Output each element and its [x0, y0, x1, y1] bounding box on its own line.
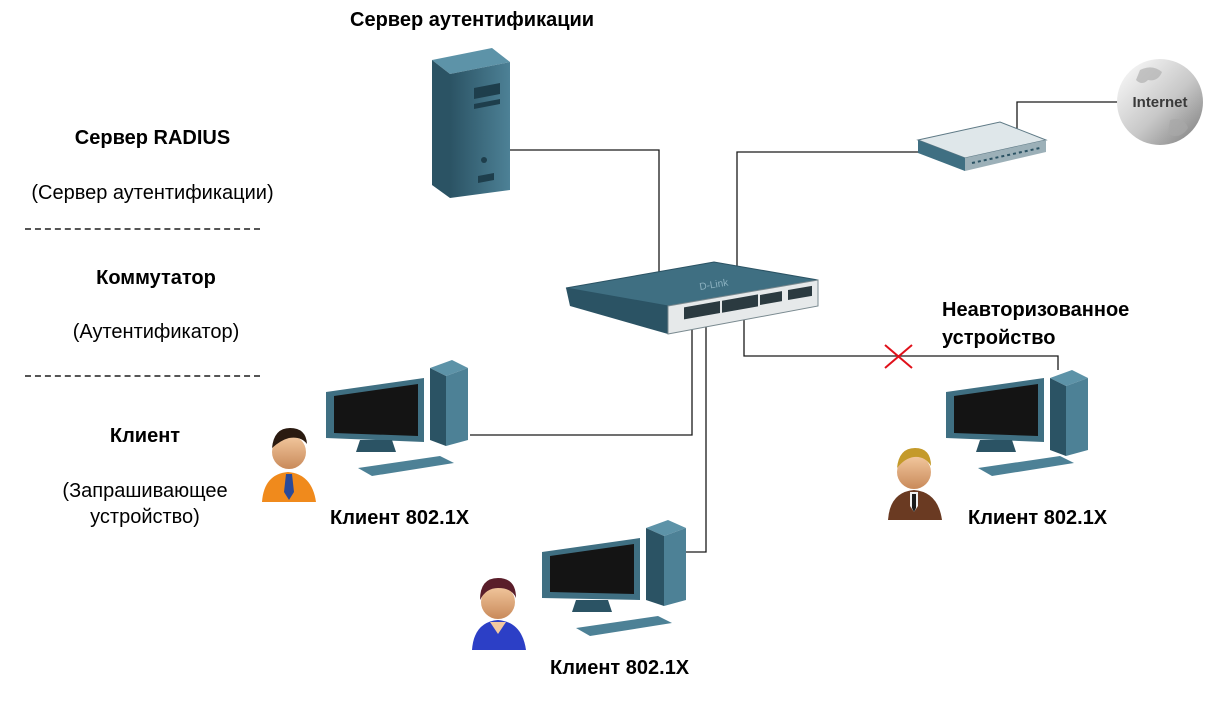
server-tower-icon — [432, 48, 510, 198]
client-bottom-pc-icon — [542, 520, 686, 636]
internet-globe-icon: Internet — [1117, 59, 1203, 145]
router-icon — [916, 121, 1048, 171]
switch-icon: D-Link — [565, 261, 819, 335]
switch-brand: D-Link — [699, 277, 730, 293]
unauthorized-label-line1: Неавторизованное — [942, 299, 1130, 321]
legend-divider-1 — [25, 228, 260, 230]
legend-client-subtitle-2: устройство) — [90, 506, 200, 528]
switch-ports — [684, 285, 812, 320]
auth-server-label: Сервер аутентификации — [350, 9, 595, 31]
link-switch-client-left — [470, 318, 693, 436]
client-left-label: Клиент 802.1X — [330, 507, 470, 529]
client-left-pc-icon — [326, 360, 468, 476]
link-switch-client-bottom — [686, 318, 707, 553]
user-orange-icon — [262, 428, 316, 502]
connection-lines — [470, 101, 1118, 553]
blocked-x-icon — [884, 344, 913, 369]
legend-divider-2 — [25, 375, 260, 377]
legend-server-title: Сервер RADIUS — [74, 127, 231, 149]
user-brown-icon — [888, 448, 942, 520]
legend-switch-title: Коммутатор — [96, 267, 216, 289]
client-bottom-label: Клиент 802.1X — [550, 657, 690, 679]
link-switch-router — [736, 151, 920, 270]
legend-client-title: Клиент — [109, 425, 181, 447]
link-switch-unauthorized — [743, 318, 1059, 370]
link-server-switch — [508, 149, 660, 273]
link-router-internet — [1016, 101, 1118, 132]
internet-label: Internet — [1132, 94, 1187, 111]
user-blue-icon — [472, 578, 526, 650]
legend-client-subtitle-1: (Запрашивающее — [62, 480, 228, 502]
unauthorized-label-line2: устройство — [942, 327, 1056, 349]
client-right-label: Клиент 802.1X — [968, 507, 1108, 529]
legend-server-subtitle: (Сервер аутентификации) — [31, 182, 274, 204]
legend-switch-subtitle: (Аутентификатор) — [72, 321, 240, 343]
client-right-pc-icon — [946, 370, 1088, 476]
